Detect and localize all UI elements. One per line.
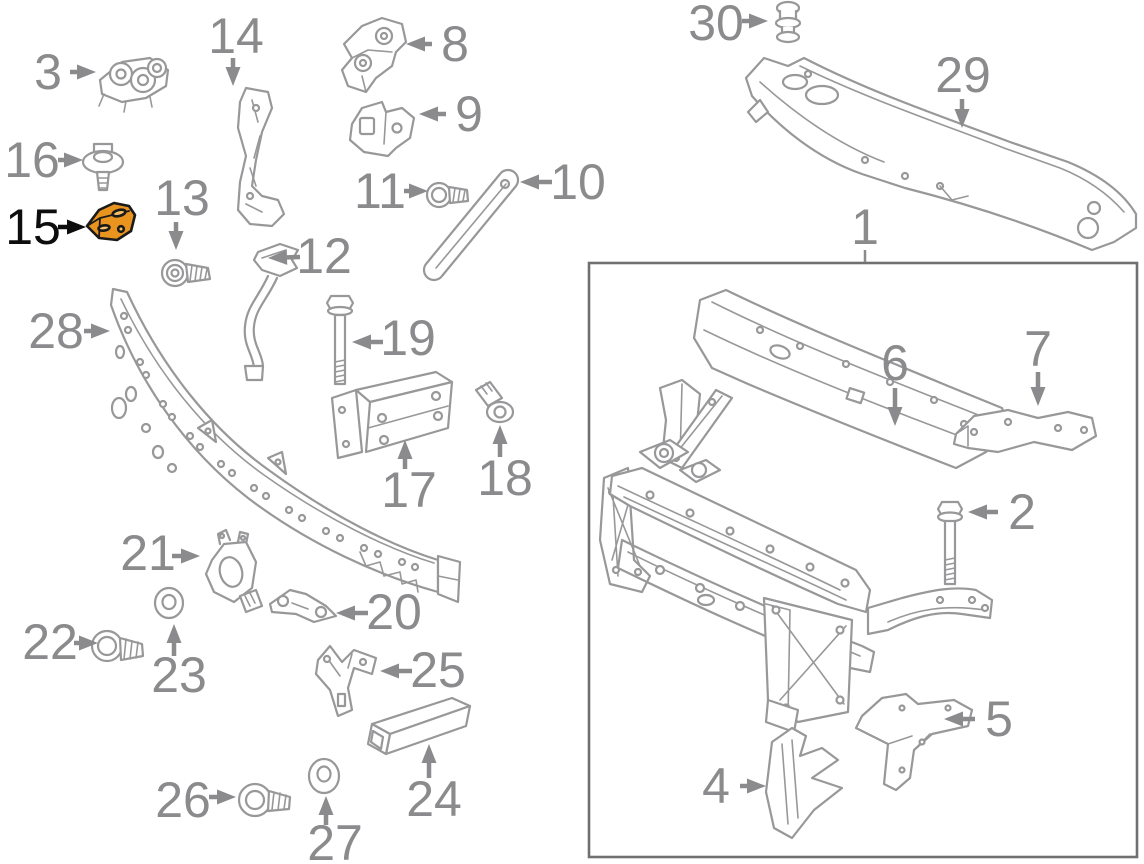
- part-22-shape: [90, 629, 145, 663]
- callout-arrowhead-10: [520, 174, 539, 190]
- callout-arrowhead-19: [352, 334, 371, 350]
- part-3-shape: [98, 56, 170, 113]
- callout-label-14: 14: [208, 8, 264, 64]
- part-21-shape: [204, 528, 264, 614]
- callout-arrowhead-20: [336, 605, 355, 621]
- callout-arrowhead-13: [168, 231, 184, 250]
- part-16-shape: [81, 142, 125, 192]
- callout-arrowhead-2: [968, 504, 987, 520]
- part-24-shape: [366, 696, 472, 756]
- callout-label-11: 11: [354, 163, 406, 219]
- callout-arrowhead-22: [79, 635, 98, 651]
- radiator-support-assembly-shape: [598, 388, 994, 734]
- part-25-shape: [314, 644, 378, 718]
- callout-label-3: 3: [34, 44, 62, 100]
- callout-arrowhead-23: [166, 624, 182, 643]
- callout-label-17: 17: [381, 462, 437, 518]
- callout-label-24: 24: [406, 771, 462, 827]
- callout-arrowhead-25: [380, 663, 399, 679]
- callout-label-21: 21: [120, 525, 176, 581]
- part-4-shape: [764, 726, 844, 840]
- callout-arrowhead-16: [64, 152, 83, 168]
- callout-label-5: 5: [985, 691, 1013, 747]
- part-8-shape: [340, 16, 408, 94]
- callout-arrowhead-8: [406, 36, 425, 52]
- callout-label-4: 4: [702, 758, 730, 814]
- part-15-shape-highlighted: [85, 201, 137, 242]
- callout-label-10: 10: [550, 154, 606, 210]
- callout-label-27: 27: [307, 815, 363, 864]
- callout-label-30: 30: [688, 0, 744, 51]
- callout-label-23: 23: [151, 647, 207, 703]
- part-7-shape: [952, 408, 1098, 454]
- callout-arrowhead-29: [954, 109, 970, 128]
- callout-label-12: 12: [296, 228, 352, 284]
- callout-arrowhead-11: [409, 183, 428, 199]
- callout-arrowhead-7: [1030, 387, 1046, 406]
- callout-arrowhead-27: [318, 796, 334, 815]
- callout-arrowhead-3: [77, 64, 96, 80]
- callout-label-6: 6: [881, 335, 909, 391]
- callout-label-28: 28: [28, 303, 84, 359]
- callout-label-18: 18: [477, 450, 533, 506]
- part-11-shape: [425, 181, 470, 209]
- part-17-shape: [330, 370, 454, 460]
- callout-label-2: 2: [1008, 484, 1036, 540]
- callout-arrowhead-4: [747, 778, 766, 794]
- callout-arrowhead-9: [419, 106, 438, 122]
- part-13-shape: [160, 258, 212, 288]
- part-27-shape: [307, 757, 341, 795]
- callout-arrowhead-24: [421, 744, 437, 763]
- callout-label-9: 9: [455, 86, 483, 142]
- callout-label-20: 20: [366, 584, 422, 640]
- callout-label-7: 7: [1024, 321, 1052, 377]
- callout-label-22: 22: [22, 614, 78, 670]
- callout-arrowhead-30: [749, 13, 768, 29]
- callout-arrowhead-6: [887, 407, 903, 426]
- callout-label-25: 25: [410, 642, 466, 698]
- callout-label-15: 15: [5, 199, 61, 255]
- part-10-shape: [422, 168, 520, 282]
- callout-arrowhead-17: [397, 440, 413, 459]
- part-23-shape: [153, 586, 185, 620]
- callout-arrowhead-15: [67, 219, 86, 235]
- callout-label-8: 8: [441, 16, 469, 72]
- part-14-shape: [236, 86, 286, 228]
- callout-arrowhead-5: [944, 711, 963, 727]
- callout-label-26: 26: [155, 772, 211, 828]
- part-2-shape: [936, 500, 964, 586]
- part-28-shape: [109, 287, 462, 604]
- callout-arrowhead-12: [268, 249, 288, 265]
- callout-arrowhead-26: [217, 789, 236, 805]
- callout-arrowhead-28: [91, 323, 110, 339]
- callout-arrowhead-21: [181, 548, 200, 564]
- part-26-shape: [237, 782, 292, 818]
- callout-arrowhead-18: [492, 425, 508, 444]
- callout-label-16: 16: [4, 132, 60, 188]
- part-19-shape: [325, 294, 355, 386]
- group-box: [587, 261, 1139, 859]
- callout-arrowhead-14: [225, 67, 241, 86]
- part-18-shape: [474, 380, 515, 424]
- callout-label-19: 19: [380, 310, 436, 366]
- part-5-shape: [854, 692, 974, 792]
- callout-label-1: 1: [851, 199, 879, 255]
- part-30-shape: [774, 0, 802, 44]
- part-20-shape: [268, 588, 338, 624]
- part-29-shape: [744, 56, 1138, 252]
- callout-label-29: 29: [935, 47, 991, 103]
- callout-label-13: 13: [154, 170, 210, 226]
- part-9-shape: [348, 100, 416, 158]
